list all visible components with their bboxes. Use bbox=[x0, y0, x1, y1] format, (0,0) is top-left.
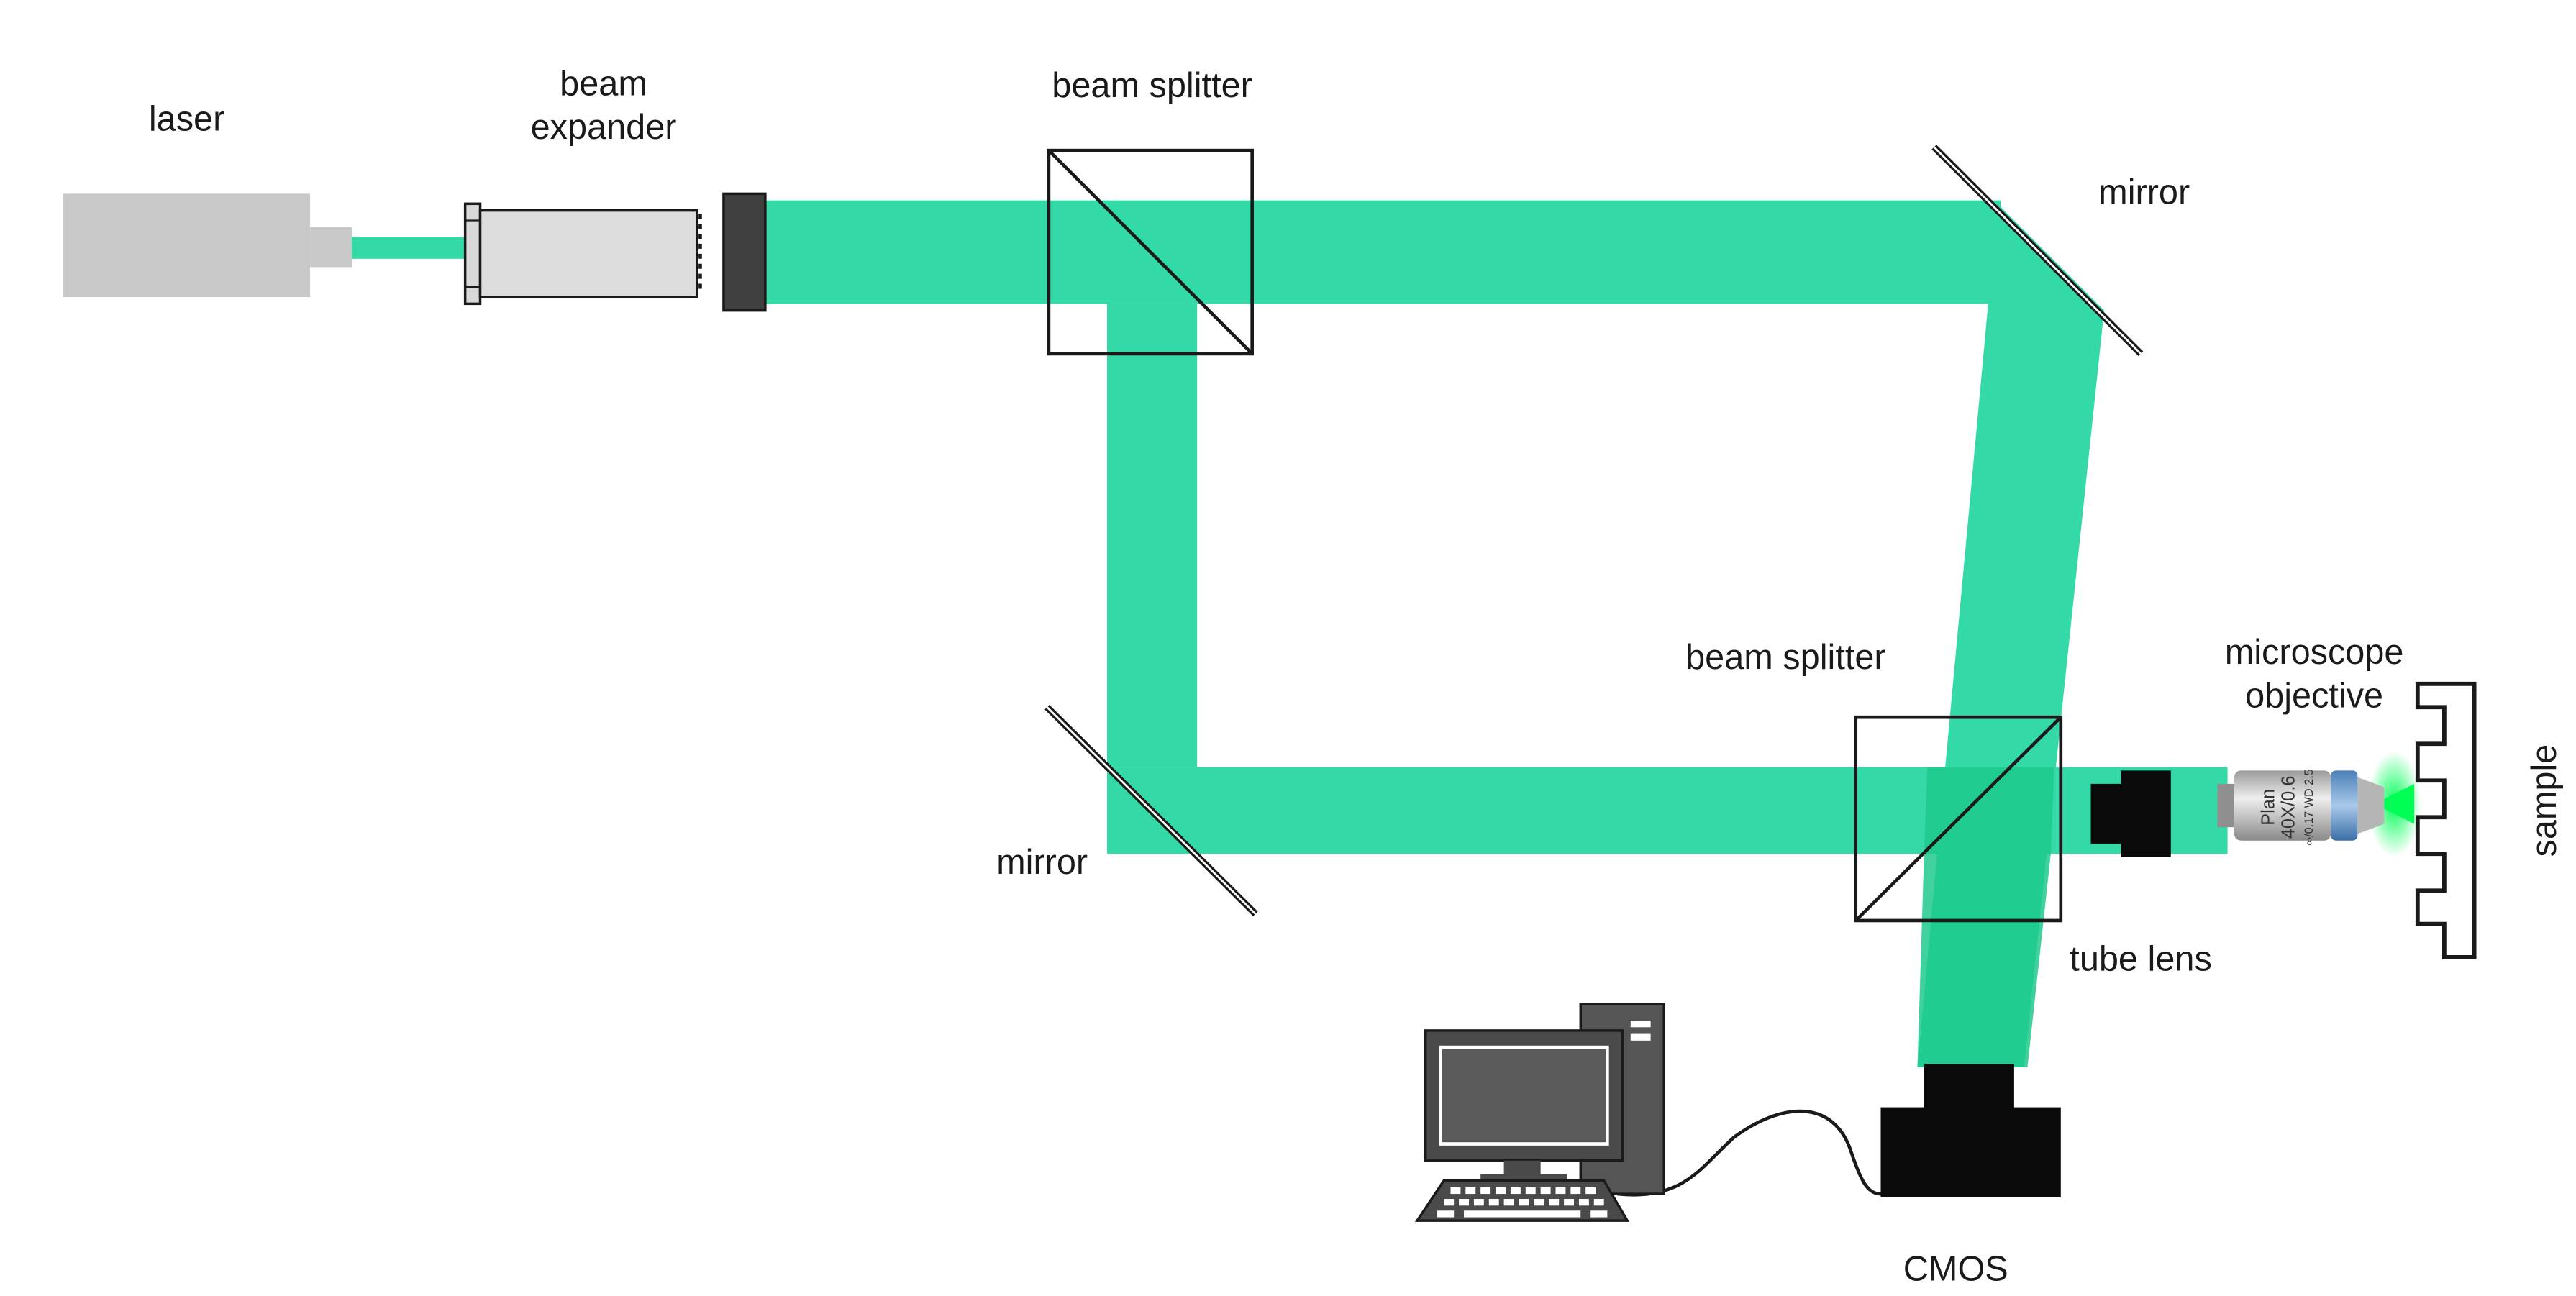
labels: laser beam expander beam splitter mirror… bbox=[149, 65, 2564, 1289]
label-mirror-bottom-left: mirror bbox=[996, 843, 1088, 882]
beam-splitter-top bbox=[1047, 148, 1254, 356]
objective-engraving-line3: ∞/0.17 WD 2.5 bbox=[2303, 769, 2316, 845]
label-mirror-top-right: mirror bbox=[2098, 173, 2190, 211]
microscope-objective: Plan 40X/0.6 ∞/0.17 WD 2.5 bbox=[2217, 769, 2385, 845]
beam-splitter-bottom bbox=[1854, 715, 2063, 923]
mirror-top-right-face bbox=[1933, 146, 2142, 355]
label-beam-expander-line2: expander bbox=[531, 108, 677, 147]
laser-nozzle bbox=[310, 227, 352, 268]
beam-splitter-top-diagonal bbox=[1047, 149, 1254, 355]
laser-body bbox=[63, 193, 311, 298]
keyboard-keys bbox=[1437, 1187, 1608, 1218]
reference-beam-vertical bbox=[1107, 304, 1198, 767]
objective-engraving-line2: 40X/0.6 bbox=[2278, 775, 2298, 839]
beam-splitter-bottom-diagonal bbox=[1854, 716, 2062, 922]
label-microscope-objective-line2: objective bbox=[2245, 676, 2383, 715]
objective-blue-ring bbox=[2331, 770, 2358, 841]
expander-input-flange bbox=[463, 202, 482, 306]
label-sample: sample bbox=[2525, 744, 2564, 857]
monitor-stand bbox=[1480, 1174, 1567, 1181]
tower-slot-2 bbox=[1630, 1033, 1651, 1041]
expander-output-flange bbox=[722, 192, 767, 312]
beam-splitter-top-cube bbox=[1047, 148, 1254, 356]
monitor-screen bbox=[1439, 1045, 1609, 1146]
label-beam-expander-line1: beam bbox=[560, 65, 647, 104]
label-cmos: CMOS bbox=[1903, 1250, 2008, 1289]
label-laser: laser bbox=[149, 99, 224, 138]
tower-slot-1 bbox=[1630, 1021, 1651, 1028]
computer-cable bbox=[1617, 1109, 1881, 1197]
beam-splitter-bottom-cube bbox=[1854, 715, 2063, 923]
label-beam-splitter-top: beam splitter bbox=[1052, 66, 1252, 105]
cmos-camera bbox=[1880, 1064, 2061, 1197]
tube-lens bbox=[2090, 770, 2171, 857]
laser-output-beam bbox=[350, 237, 467, 259]
tube-lens-front bbox=[2121, 770, 2171, 857]
laser-beams bbox=[350, 200, 2421, 1067]
sample-profile bbox=[2415, 681, 2477, 959]
sample-glow bbox=[2367, 750, 2421, 857]
label-microscope-objective-line1: microscope bbox=[2225, 633, 2404, 672]
label-beam-splitter-bottom: beam splitter bbox=[1685, 638, 1886, 677]
expanded-beam-top bbox=[763, 200, 2001, 304]
computer bbox=[1414, 1003, 1881, 1222]
beam-overlap-region bbox=[1917, 767, 2054, 1067]
objective-engraving: Plan 40X/0.6 ∞/0.17 WD 2.5 bbox=[2258, 769, 2315, 845]
beam-expander bbox=[463, 192, 767, 312]
mirror-bottom-left-face bbox=[1046, 706, 1257, 915]
cmos-body bbox=[1880, 1107, 2061, 1197]
laser-source bbox=[63, 193, 352, 298]
objective-barrel bbox=[2234, 770, 2331, 841]
monitor-neck bbox=[1503, 1160, 1541, 1174]
expander-tube bbox=[478, 209, 698, 298]
objective-engraving-line1: Plan bbox=[2258, 789, 2278, 826]
cmos-mount bbox=[1924, 1064, 2014, 1114]
objective-tip bbox=[2357, 777, 2385, 834]
label-tube-lens: tube lens bbox=[2070, 939, 2211, 978]
